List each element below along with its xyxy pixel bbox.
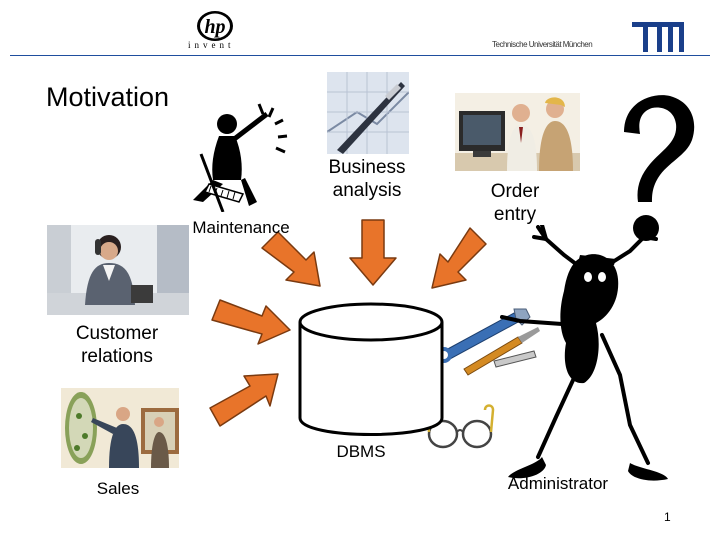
hp-logo: hp: [186, 10, 244, 48]
business-analysis-photo: [327, 72, 409, 154]
arrow-maintenance: [261, 231, 321, 287]
slide-title: Motivation: [46, 82, 170, 112]
label-order-entry-line1: Order: [490, 181, 540, 202]
maintenance-clipart: [183, 102, 293, 213]
label-business-analysis: Business analysis: [318, 156, 416, 202]
sales-photo: [61, 388, 179, 468]
label-administrator: Administrator: [507, 474, 609, 493]
glasses-clipart: [425, 402, 495, 452]
hp-logo-text: hp: [204, 16, 225, 38]
tools-clipart: [434, 307, 546, 377]
arrow-order-entry: [431, 227, 487, 289]
label-dbms: DBMS: [336, 442, 386, 461]
arrow-business-analysis: [349, 219, 397, 286]
label-customer-relations: Customer relations: [64, 322, 170, 368]
university-name: Technische Universität München: [492, 40, 593, 49]
page-number: 1: [664, 510, 671, 524]
customer-relations-photo: [47, 225, 189, 315]
tum-logo: TUM: [632, 22, 684, 52]
arrow-sales: [209, 373, 279, 427]
arrow-customer-relations: [211, 299, 291, 345]
administrator-figure: [480, 223, 670, 490]
hp-tagline: invent: [188, 40, 235, 50]
label-order-entry: Order entry: [480, 180, 550, 226]
label-maintenance: Maintenance: [192, 218, 290, 237]
order-entry-photo: [455, 93, 580, 171]
label-order-entry-line2: entry: [493, 204, 537, 225]
label-customer-relations-line1: Customer: [75, 323, 159, 344]
label-business-analysis-line1: Business: [328, 157, 406, 178]
label-customer-relations-line2: relations: [81, 346, 153, 367]
tum-logo-text: TUM: [658, 39, 660, 41]
label-business-analysis-line2: analysis: [332, 180, 402, 201]
header-divider: [10, 55, 710, 56]
dbms-cylinder: [296, 300, 446, 445]
label-sales: Sales: [96, 479, 140, 498]
